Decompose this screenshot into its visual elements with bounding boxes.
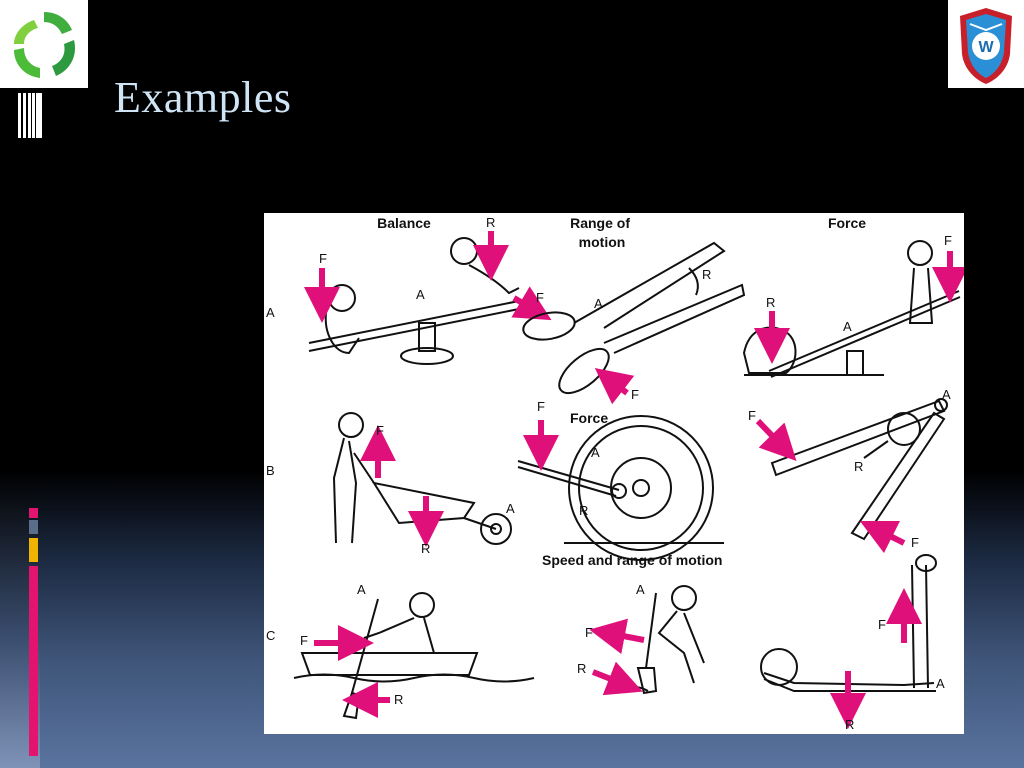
label-f-nutcracker-bottom: F	[911, 535, 919, 550]
label-f-canoe: F	[300, 633, 308, 648]
label-a-canoe: A	[357, 582, 366, 597]
arrow-f-scissors	[594, 367, 635, 405]
row-label-c: C	[266, 628, 275, 643]
label-a-rock: A	[843, 319, 852, 334]
label-r-shovel: R	[577, 661, 586, 676]
label-r-seesaw: R	[486, 215, 495, 230]
recycle-logo-icon	[0, 0, 88, 88]
label-a-shovel: A	[636, 582, 645, 597]
label-f-wrench: F	[537, 399, 545, 414]
label-a-arm: A	[936, 676, 945, 691]
label-f-rock: F	[944, 233, 952, 248]
canoe-paddler-illustration	[293, 592, 535, 720]
header-balance: Balance	[377, 215, 431, 231]
label-f-scissors: F	[631, 387, 639, 402]
label-r-wrench: R	[579, 503, 588, 518]
arrow-f-seesaw-2	[511, 286, 552, 321]
label-f-wheelbarrow: F	[376, 423, 384, 438]
arrow-f-shovel	[589, 618, 645, 655]
arrow-f-nutcracker-bottom	[859, 520, 906, 554]
rock-lever-illustration	[742, 240, 961, 378]
arrow-r-shovel	[591, 661, 643, 696]
label-r-scissors: R	[702, 267, 711, 282]
wheelbarrow-illustration	[332, 412, 512, 545]
label-a-seesaw: A	[416, 287, 425, 302]
svg-text:W: W	[978, 39, 994, 56]
label-a-scissors: A	[594, 296, 603, 311]
label-f-nutcracker-top: F	[748, 408, 756, 423]
label-f-seesaw-2: F	[536, 290, 544, 305]
row-label-b: B	[266, 463, 275, 478]
header-range-of-motion: Range of motion	[570, 215, 634, 250]
arm-bones-illustration	[760, 554, 937, 692]
arrow-f-nutcracker-top	[755, 418, 797, 461]
label-f-shovel: F	[585, 625, 593, 640]
seesaw-illustration	[308, 237, 520, 365]
label-r-rock: R	[766, 295, 775, 310]
header-force: Force	[828, 215, 866, 231]
label-a-wrench: A	[591, 445, 600, 460]
label-r-canoe: R	[394, 692, 403, 707]
shield-crest-logo-icon: W	[948, 0, 1024, 88]
header-range-line2: motion	[579, 234, 626, 250]
label-a-wheelbarrow: A	[506, 501, 515, 516]
lever-examples-figure: Balance Range of motion Force A B C F R …	[264, 213, 968, 734]
label-f-seesaw: F	[319, 251, 327, 266]
decorative-vertical-bars	[18, 93, 42, 138]
label-f-arm: F	[878, 617, 886, 632]
accent-bar-pink	[29, 566, 38, 756]
label-r-wheelbarrow: R	[421, 541, 430, 556]
label-force-middle: Force	[570, 410, 608, 426]
row-label-a: A	[266, 305, 275, 320]
label-r-arm: R	[845, 717, 854, 732]
label-r-nutcracker: R	[854, 459, 863, 474]
header-range-line1: Range of	[570, 215, 630, 231]
accent-bar-gray	[29, 520, 38, 534]
label-a-nutcracker: A	[942, 387, 951, 402]
scissors-illustration	[522, 241, 746, 395]
label-speed-range: Speed and range of motion	[542, 552, 722, 568]
accent-bar-pink-top	[29, 508, 38, 518]
accent-bar-yellow	[29, 538, 38, 562]
slide-title: Examples	[114, 73, 292, 122]
wheel-wrench-illustration	[517, 415, 724, 561]
